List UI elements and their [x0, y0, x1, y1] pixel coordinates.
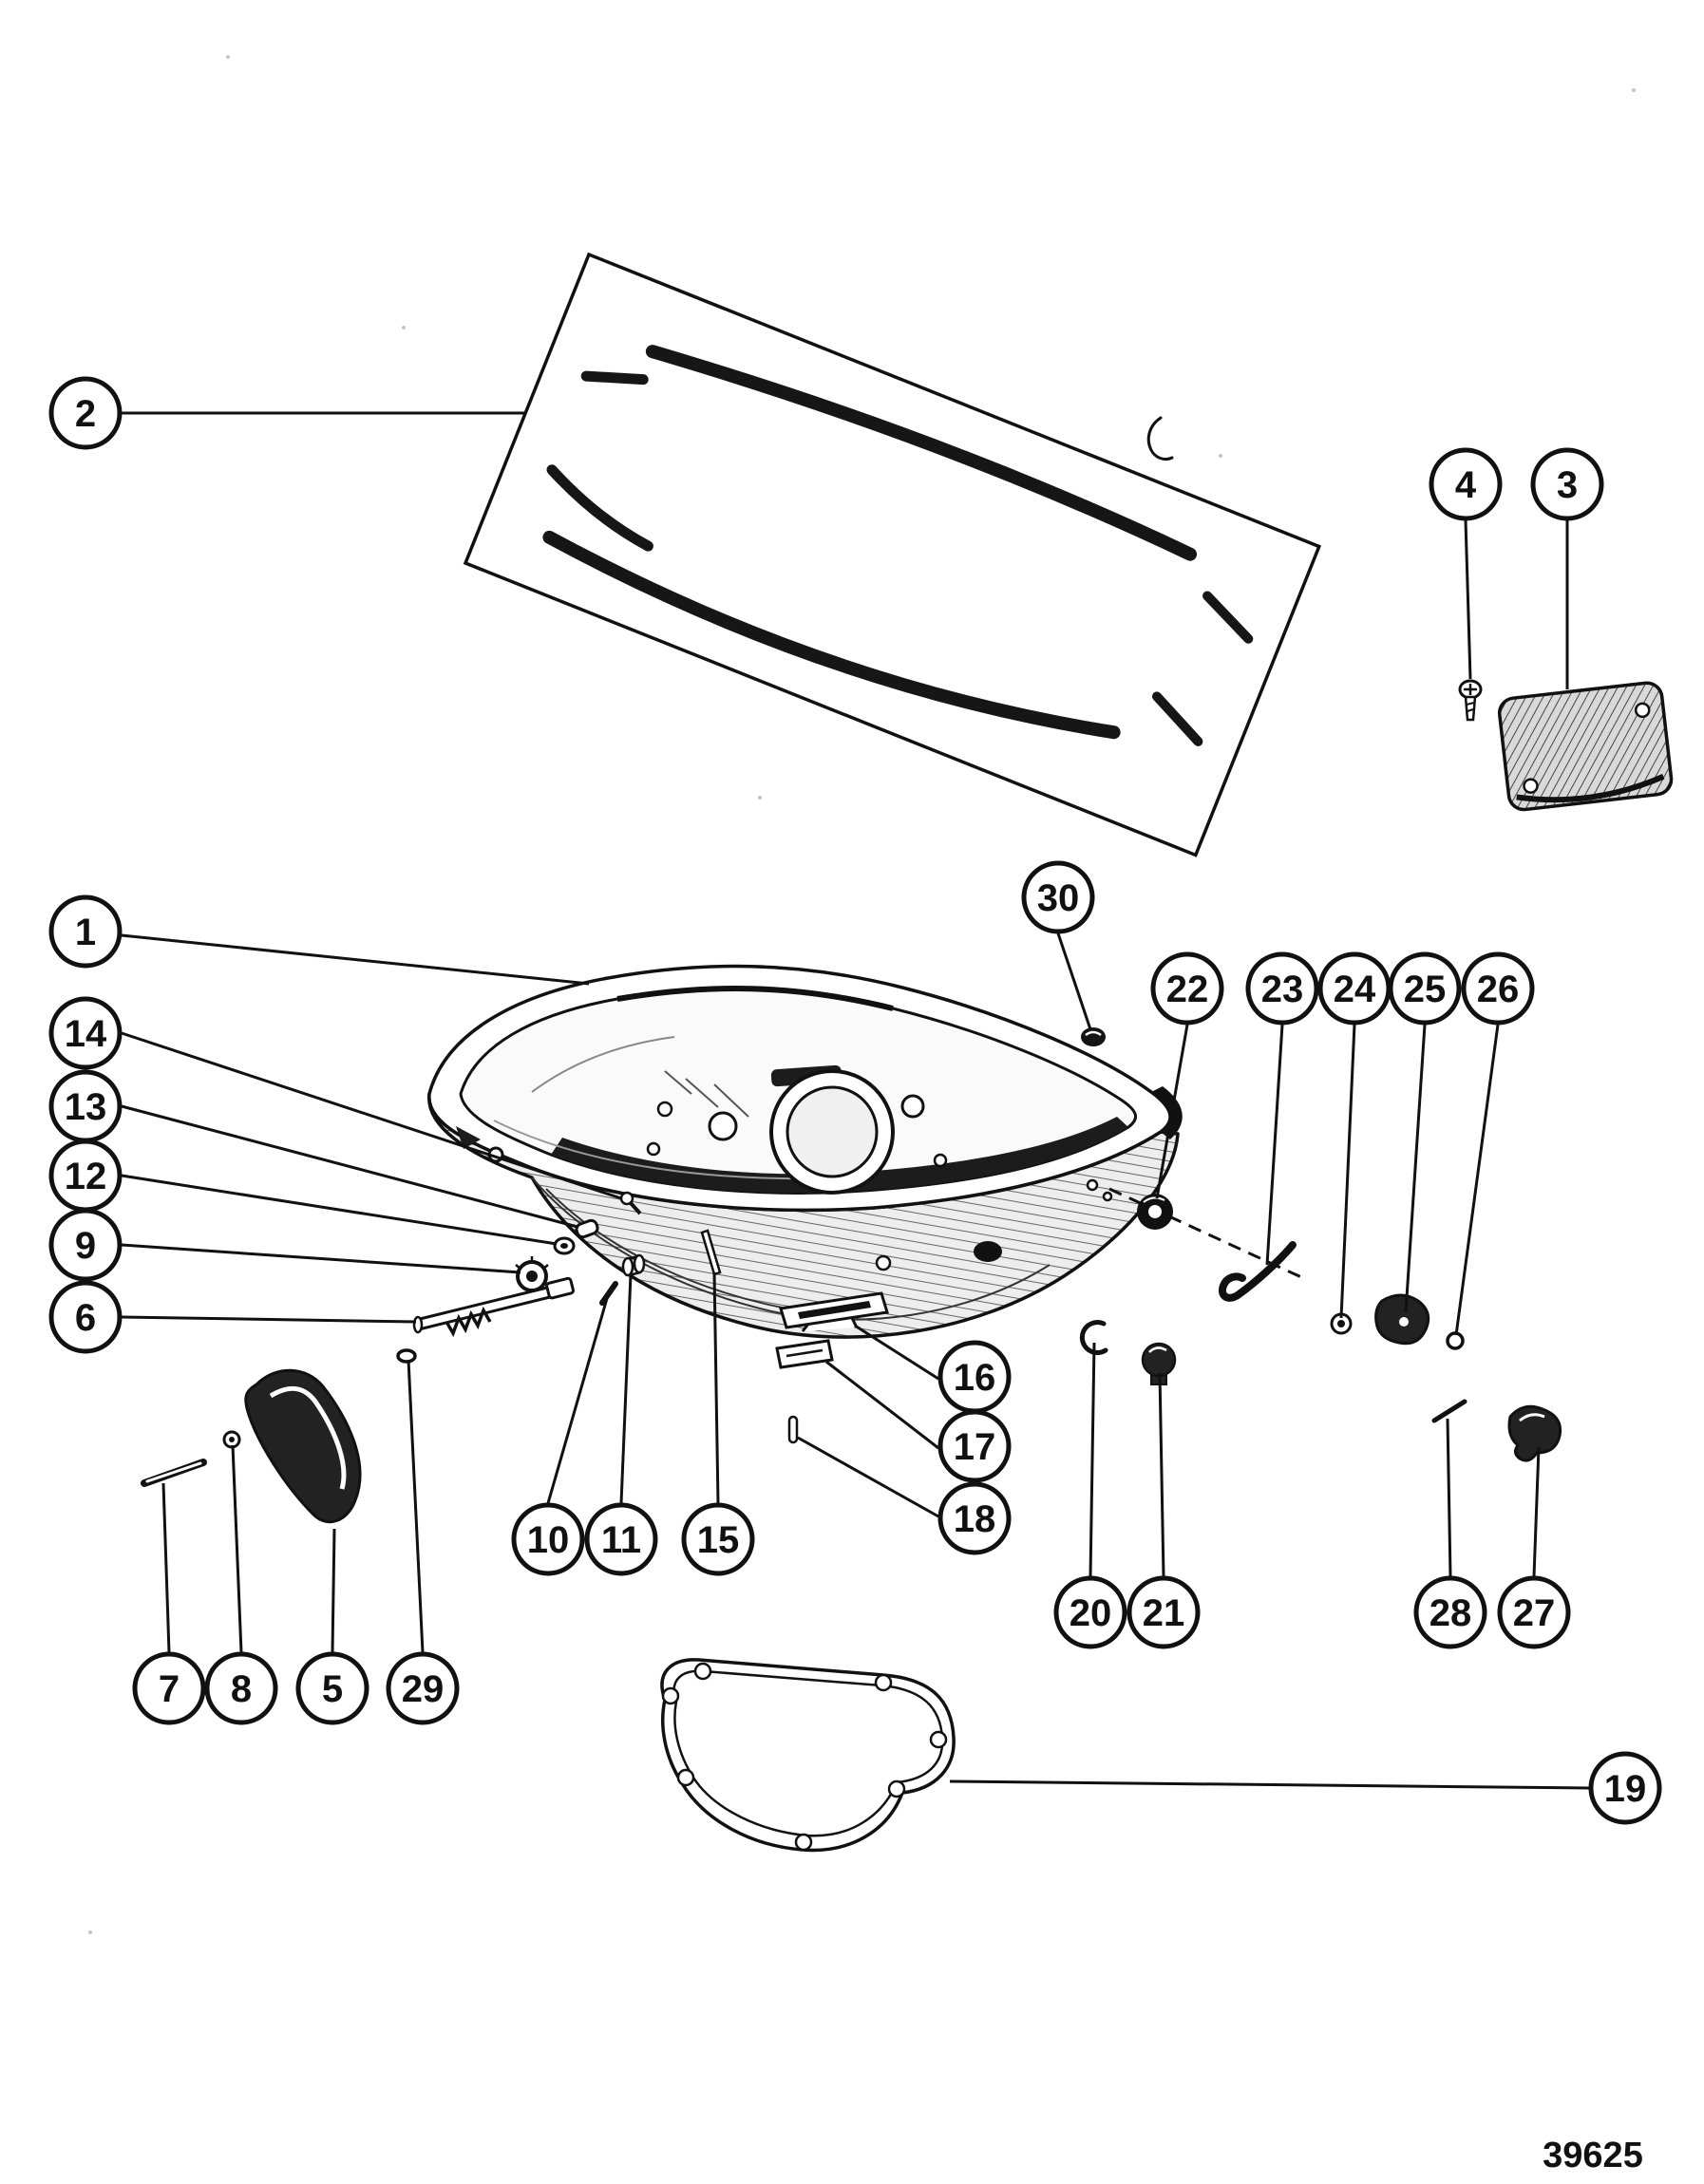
callout-26: 26 — [1461, 951, 1535, 1026]
small-hook-mark — [1146, 416, 1174, 461]
clip-part-17 — [775, 1339, 834, 1369]
cclip-part-20 — [1079, 1320, 1108, 1356]
spacer-part-13 — [575, 1218, 599, 1239]
callout-12: 12 — [48, 1139, 123, 1213]
callout-label: 9 — [75, 1225, 96, 1267]
callout-label: 8 — [231, 1668, 252, 1710]
callout-27: 27 — [1497, 1575, 1571, 1649]
callout-11: 11 — [584, 1502, 658, 1576]
callout-19: 19 — [1588, 1751, 1662, 1825]
callout-15: 15 — [681, 1502, 755, 1576]
callout-1: 1 — [48, 894, 123, 969]
callout-3: 3 — [1530, 447, 1604, 521]
callout-label: 3 — [1557, 464, 1578, 506]
callout-label: 14 — [65, 1013, 107, 1055]
callout-24: 24 — [1317, 951, 1392, 1026]
callout-17: 17 — [937, 1409, 1012, 1483]
figure-number: 39625 — [1543, 2136, 1643, 2175]
callout-label: 10 — [527, 1519, 570, 1561]
callout-label: 1 — [75, 912, 96, 953]
callout-label: 4 — [1455, 464, 1477, 506]
rod-part-7 — [141, 1459, 207, 1487]
callout-6: 6 — [48, 1280, 123, 1354]
callout-4: 4 — [1429, 447, 1503, 521]
callout-label: 7 — [159, 1668, 180, 1710]
bushing-part-9 — [515, 1256, 549, 1292]
oring-part-26 — [1446, 1331, 1465, 1350]
pin-part-15 — [700, 1229, 722, 1276]
callout-label: 11 — [601, 1519, 641, 1561]
bottom-cowl-part-1 — [427, 964, 1183, 1339]
callout-label: 30 — [1037, 877, 1080, 919]
callout-21: 21 — [1127, 1575, 1201, 1649]
washer-part-12 — [553, 1236, 576, 1255]
screw-part-4 — [1458, 679, 1483, 722]
callout-16: 16 — [937, 1340, 1012, 1414]
callout-13: 13 — [48, 1069, 123, 1143]
callout-14: 14 — [48, 996, 123, 1070]
shaft-spring-part-6 — [412, 1276, 575, 1338]
callout-label: 13 — [65, 1086, 107, 1128]
dashed-assembly-line — [1108, 1187, 1302, 1279]
plate-part-16 — [779, 1291, 889, 1329]
gasket-part-19 — [660, 1658, 956, 1853]
grommet-part-22 — [1137, 1194, 1173, 1230]
leader-lines — [121, 411, 1590, 1790]
callout-label: 24 — [1334, 969, 1376, 1010]
callout-label: 21 — [1143, 1592, 1185, 1634]
callout-30: 30 — [1021, 860, 1095, 934]
cover-plate-part-3 — [1497, 681, 1674, 812]
callout-label: 19 — [1604, 1768, 1647, 1810]
latch-part-27 — [1507, 1404, 1562, 1462]
callout-label: 15 — [697, 1519, 740, 1561]
paper-specks — [88, 55, 1636, 1934]
callout-label: 25 — [1404, 969, 1447, 1010]
callout-7: 7 — [132, 1651, 206, 1725]
callout-label: 26 — [1477, 969, 1520, 1010]
lever-part-5 — [244, 1368, 362, 1524]
callout-label: 2 — [75, 393, 96, 435]
callout-18: 18 — [937, 1481, 1012, 1555]
callout-2: 2 — [48, 376, 123, 450]
seal-strip-panel-part-2 — [463, 252, 1322, 857]
callout-label: 28 — [1429, 1592, 1472, 1634]
washer-part-8 — [222, 1430, 241, 1449]
callout-5: 5 — [295, 1651, 369, 1725]
callout-25: 25 — [1388, 951, 1462, 1026]
callout-label: 5 — [322, 1668, 343, 1710]
callout-label: 16 — [954, 1357, 996, 1399]
callout-label: 27 — [1513, 1592, 1556, 1634]
callout-label: 18 — [954, 1498, 996, 1540]
callout-20: 20 — [1053, 1575, 1127, 1649]
callout-28: 28 — [1413, 1575, 1487, 1649]
oring-part-29 — [396, 1348, 417, 1364]
callout-23: 23 — [1245, 951, 1319, 1026]
pin-part-10 — [599, 1281, 618, 1306]
callout-10: 10 — [511, 1502, 585, 1576]
cam-part-25 — [1374, 1293, 1430, 1346]
callout-label: 29 — [402, 1668, 445, 1710]
washer-part-24 — [1330, 1312, 1353, 1335]
callout-label: 6 — [75, 1297, 96, 1339]
callout-22: 22 — [1150, 951, 1224, 1026]
sleeve-part-11 — [621, 1253, 646, 1277]
callouts: 1 2 3 4 5 6 7 8 9 10 11 12 13 14 15 16 1… — [48, 376, 1662, 1825]
callout-label: 23 — [1261, 969, 1304, 1010]
callout-label: 17 — [954, 1426, 996, 1468]
pin-part-28 — [1431, 1399, 1467, 1423]
pin-part-18 — [787, 1415, 799, 1444]
callout-9: 9 — [48, 1208, 123, 1282]
callout-label: 20 — [1070, 1592, 1112, 1634]
callout-label: 22 — [1166, 969, 1209, 1010]
hook-part-23 — [1219, 1241, 1297, 1302]
callout-29: 29 — [386, 1651, 460, 1725]
clip-part-30 — [1081, 1027, 1106, 1046]
callout-label: 12 — [65, 1156, 107, 1197]
callout-8: 8 — [204, 1651, 278, 1725]
